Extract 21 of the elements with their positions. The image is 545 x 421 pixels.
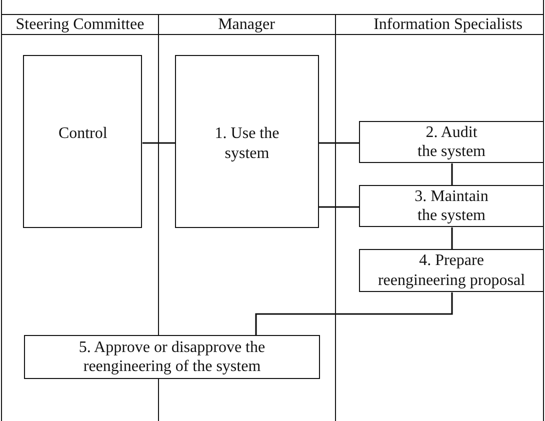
connector-line bbox=[319, 206, 359, 208]
connector-line bbox=[451, 163, 453, 186]
connector-line bbox=[319, 142, 359, 144]
box-label: 4. Prepare reengineering proposal bbox=[376, 251, 526, 290]
lane-title: Steering Committee bbox=[2, 15, 158, 35]
lane-title: Information Specialists bbox=[335, 15, 543, 35]
process-box bbox=[175, 55, 319, 228]
connector-line bbox=[451, 227, 453, 250]
process-box bbox=[359, 185, 544, 228]
box-label: Control bbox=[58, 124, 108, 144]
connector-line bbox=[255, 292, 453, 335]
box-label: 3. Maintain the system bbox=[414, 186, 490, 226]
box-label: 5. Approve or disapprove the reengineering of the system bbox=[78, 338, 266, 376]
lane-title: Manager bbox=[158, 15, 335, 35]
process-box bbox=[23, 55, 142, 228]
process-box bbox=[359, 121, 544, 164]
box-label: 1. Use the system bbox=[214, 124, 280, 164]
box-label: 2. Audit the system bbox=[416, 122, 486, 162]
connector-line bbox=[142, 142, 175, 144]
process-box bbox=[24, 335, 320, 379]
process-box bbox=[359, 249, 544, 292]
